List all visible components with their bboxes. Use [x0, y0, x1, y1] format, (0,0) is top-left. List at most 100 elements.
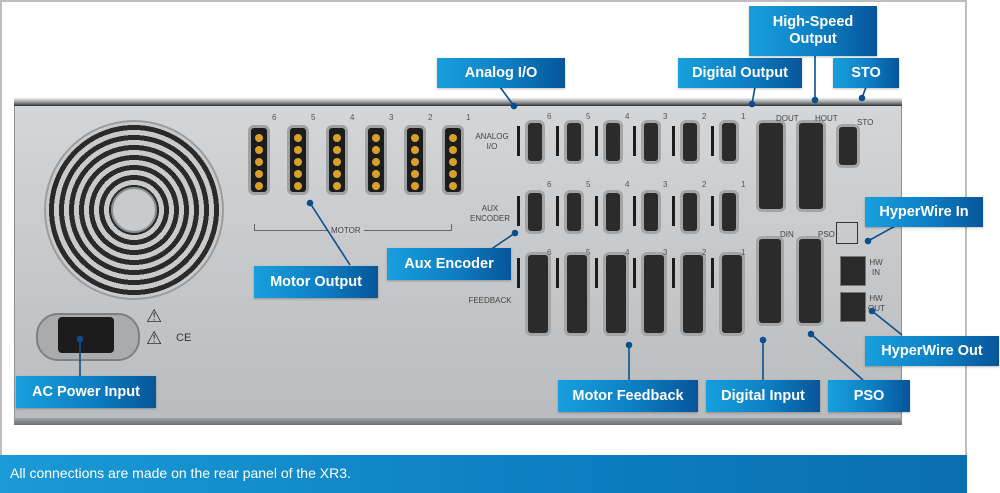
callout-motor-output: Motor Output — [254, 266, 378, 298]
axis-number: 1 — [741, 248, 746, 257]
motor-connector — [404, 125, 426, 195]
pso-connector — [796, 236, 824, 326]
aux-encoder-connector — [564, 190, 584, 234]
motor-label: MOTOR — [328, 226, 364, 236]
vent-slot — [711, 126, 714, 156]
motor-pin — [255, 182, 263, 190]
axis-number: 3 — [663, 112, 668, 121]
motor-pin — [333, 158, 341, 166]
hout-label: HOUT — [815, 114, 838, 123]
ce-mark: CE — [176, 332, 192, 344]
motor-pin — [449, 158, 457, 166]
motor-connector — [326, 125, 348, 195]
motor-pin — [411, 146, 419, 154]
motor-pin — [449, 182, 457, 190]
motor-pin — [411, 182, 419, 190]
axis-number: 4 — [625, 112, 630, 121]
axis-number: 4 — [625, 248, 630, 257]
feedback-connector — [719, 252, 745, 336]
motor-pin — [255, 158, 263, 166]
motor-pin — [294, 134, 302, 142]
hyperwire-in-port — [840, 256, 866, 286]
axis-number: 6 — [547, 112, 552, 121]
caption-bar: All connections are made on the rear pan… — [0, 455, 967, 493]
dout-label: DOUT — [776, 114, 799, 123]
feedback-connector — [564, 252, 590, 336]
callout-analog-io: Analog I/O — [437, 58, 565, 88]
aux-encoder-connector — [719, 190, 739, 234]
motor-pin — [294, 158, 302, 166]
motor-connector — [442, 125, 464, 195]
motor-pin — [449, 134, 457, 142]
vent-slot — [595, 196, 598, 226]
callout-high-speed-output: High-Speed Output — [749, 6, 877, 56]
vent-slot — [517, 258, 520, 288]
vent-slot — [556, 258, 559, 288]
motor-connector — [248, 125, 270, 195]
axis-number: 3 — [663, 180, 668, 189]
analog-io-connector — [680, 120, 700, 164]
callout-pso: PSO — [828, 380, 910, 412]
axis-number: 4 — [625, 180, 630, 189]
motor-pin — [255, 134, 263, 142]
motor-pin — [449, 146, 457, 154]
vent-slot — [711, 196, 714, 226]
callout-motor-feedback: Motor Feedback — [558, 380, 698, 412]
callout-sto: STO — [833, 58, 899, 88]
vent-slot — [556, 126, 559, 156]
callout-ac-power-input: AC Power Input — [16, 376, 156, 408]
motor-pin — [294, 170, 302, 178]
pso-label: PSO — [818, 230, 835, 239]
feedback-connector — [603, 252, 629, 336]
hyperwire-switch — [836, 222, 858, 244]
motor-pin — [333, 134, 341, 142]
axis-number: 3 — [663, 248, 668, 257]
aux-encoder-connector — [603, 190, 623, 234]
vent-slot — [595, 258, 598, 288]
sto-connector — [836, 124, 860, 168]
axis-number: 2 — [702, 180, 707, 189]
axis-number: 2 — [702, 248, 707, 257]
sto-label: STO — [857, 118, 874, 127]
motor-pin — [411, 134, 419, 142]
axis-number: 5 — [586, 180, 591, 189]
motor-axis-number: 4 — [350, 113, 355, 122]
motor-pin — [372, 158, 380, 166]
hw-in-label: HW IN — [869, 258, 883, 277]
ac-power-socket-icon — [58, 317, 114, 353]
motor-pin — [294, 146, 302, 154]
axis-number: 6 — [547, 248, 552, 257]
vent-slot — [633, 258, 636, 288]
vent-slot — [672, 126, 675, 156]
motor-pin — [255, 146, 263, 154]
panel-bottom-edge — [14, 418, 902, 425]
feedback-connector — [680, 252, 706, 336]
vent-slot — [672, 196, 675, 226]
motor-pin — [411, 170, 419, 178]
motor-pin — [333, 170, 341, 178]
axis-number: 5 — [586, 248, 591, 257]
axis-number: 5 — [586, 112, 591, 121]
analog-io-connector — [564, 120, 584, 164]
aux-encoder-connector — [680, 190, 700, 234]
feedback-connector — [525, 252, 551, 336]
callout-hyperwire-out: HyperWire Out — [865, 336, 999, 366]
vent-slot — [633, 196, 636, 226]
motor-axis-number: 6 — [272, 113, 277, 122]
axis-number: 1 — [741, 180, 746, 189]
motor-pin — [372, 182, 380, 190]
vent-slot — [633, 126, 636, 156]
analog-io-connector — [525, 120, 545, 164]
axis-number: 1 — [741, 112, 746, 121]
aux-encoder-label: AUX ENCODER — [469, 204, 510, 223]
motor-pin — [294, 182, 302, 190]
callout-hyperwire-in: HyperWire In — [865, 197, 983, 227]
analog-io-connector — [603, 120, 623, 164]
motor-axis-number: 5 — [311, 113, 316, 122]
vent-slot — [711, 258, 714, 288]
analog-io-connector — [641, 120, 661, 164]
motor-pin — [333, 146, 341, 154]
motor-axis-number: 3 — [389, 113, 394, 122]
hyperwire-out-port — [840, 292, 866, 322]
vent-slot — [595, 126, 598, 156]
